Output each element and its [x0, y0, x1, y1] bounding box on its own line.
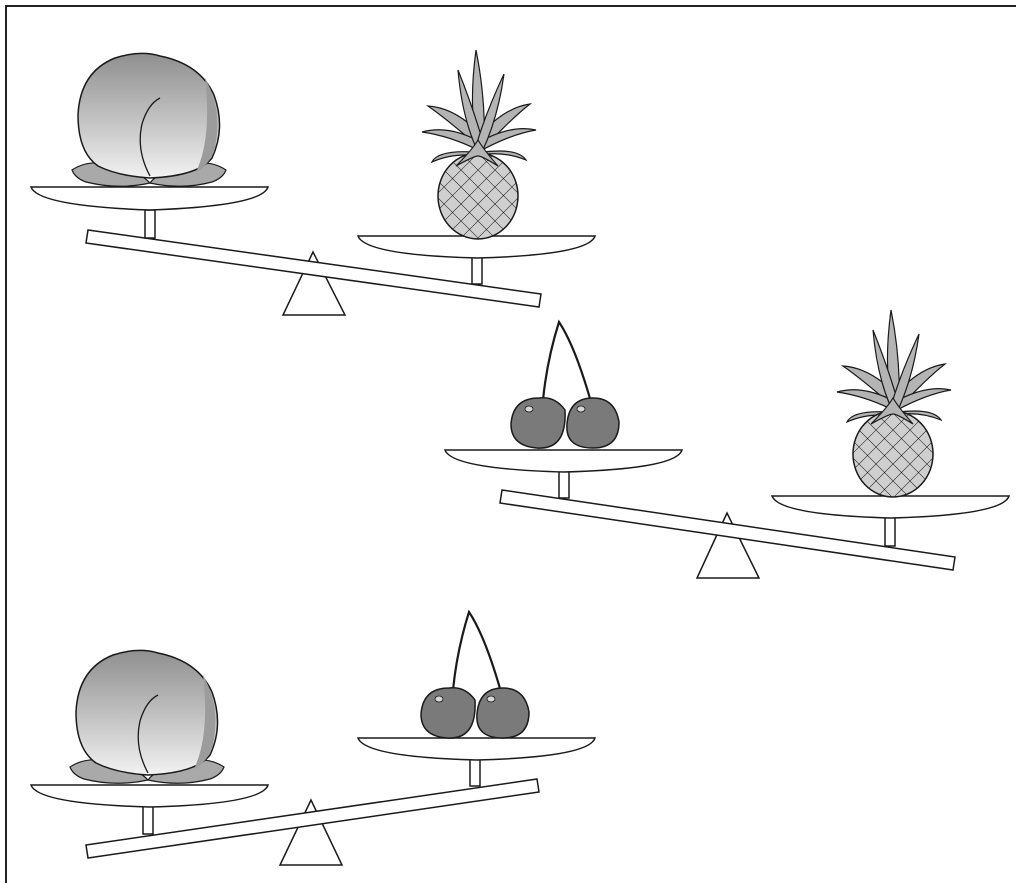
peach-icon	[70, 650, 224, 783]
scale-1-left-pan	[31, 187, 268, 210]
scale-3-left-pan	[31, 785, 268, 807]
scale-1-left-stem	[145, 210, 155, 238]
scale-2-left-pan	[445, 450, 682, 472]
scale-2-right-pan	[772, 496, 1009, 518]
cherries-icon	[511, 322, 619, 448]
scale-3-right-stem	[470, 759, 480, 786]
scale-3	[31, 612, 595, 865]
scale-1-right-stem	[472, 257, 482, 284]
scale-2-left-stem	[559, 470, 569, 498]
scale-2-right-stem	[885, 517, 895, 546]
scale-1	[31, 50, 595, 315]
scale-2	[445, 310, 1009, 578]
scale-3-right-pan	[358, 738, 595, 760]
peach-icon	[72, 53, 226, 186]
scale-3-left-stem	[143, 806, 153, 834]
pineapple-icon	[837, 310, 951, 497]
cherries-icon	[421, 612, 529, 738]
pineapple-icon	[422, 50, 536, 239]
